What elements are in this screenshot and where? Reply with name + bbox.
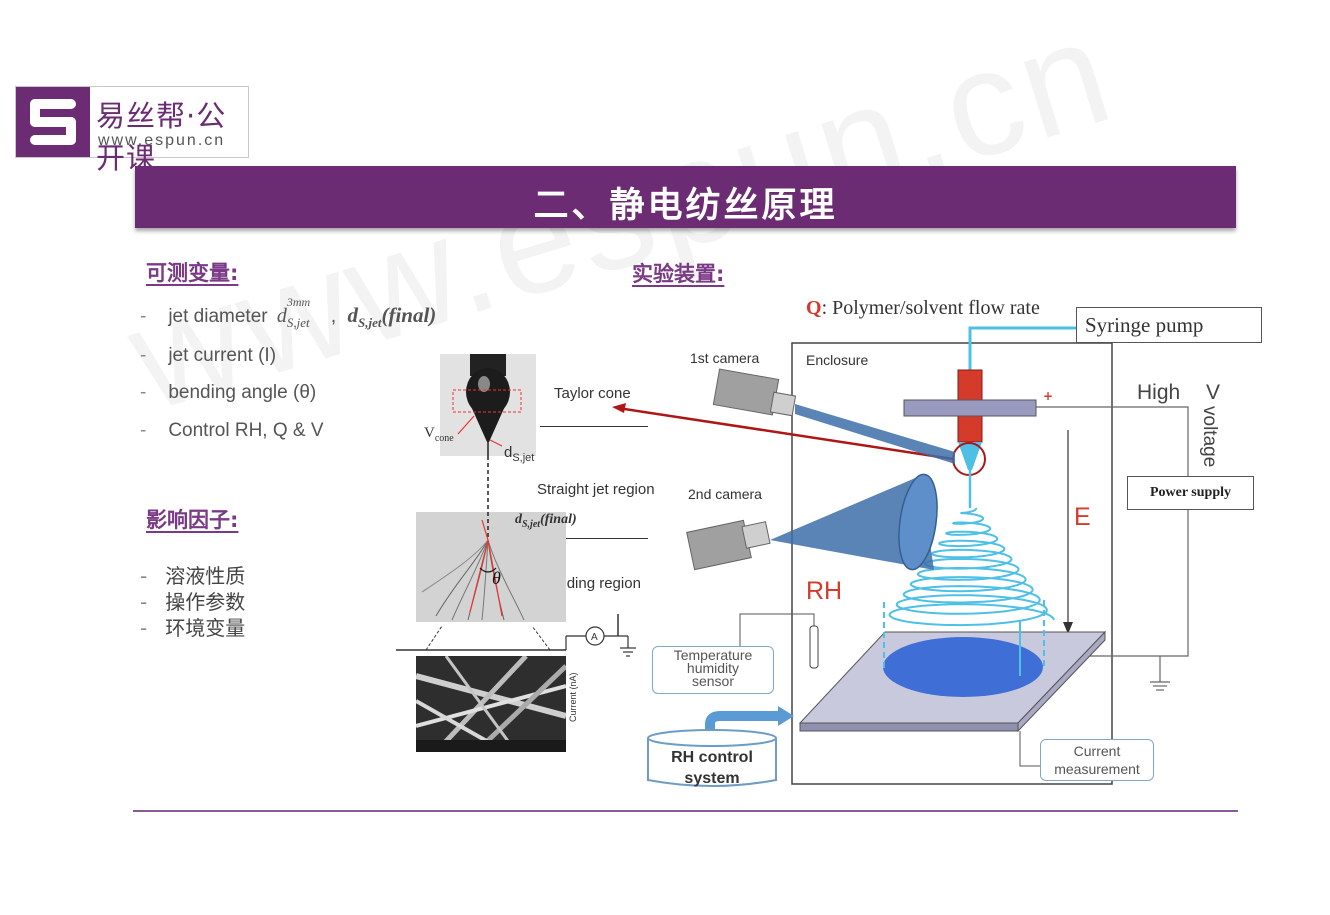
voltage-v-label: V (1206, 381, 1221, 404)
ds-jet-label: dS,jet (504, 444, 535, 464)
svg-text:A: A (591, 632, 598, 643)
bottom-divider (133, 810, 1238, 812)
page-title: 二、静电纺丝原理 (533, 186, 838, 226)
measurable-heading: 可测变量: (146, 261, 239, 285)
ammeter-circuit: A (396, 614, 636, 657)
bullet-bending-angle: -bending angle (θ) (140, 382, 317, 403)
sem-fiber-image (415, 654, 568, 754)
divider (540, 426, 648, 427)
syringe-pump-box: Syringe pump (1076, 307, 1262, 343)
title-bar: 二、静电纺丝原理 (135, 166, 1236, 228)
rh-label: RH (806, 577, 843, 605)
bullet-jet-current: -jet current (I) (140, 345, 277, 366)
power-supply-box: Power supply (1127, 476, 1254, 510)
v-cone-label: Vcone (424, 425, 454, 444)
straight-jet-line (487, 456, 489, 512)
voltage-label: voltage (1199, 406, 1220, 468)
divider (540, 538, 648, 539)
bullet-control: -Control RH, Q & V (140, 420, 324, 441)
enclosure-label: Enclosure (806, 352, 869, 368)
ds-jet-final-label: dS,jet(final) (515, 512, 577, 530)
high-voltage-label: High (1137, 381, 1181, 404)
e-field-label: E (1074, 503, 1091, 531)
setup-heading: 实验装置: (632, 262, 725, 286)
straight-jet-label: Straight jet region (537, 481, 655, 498)
plus-sign: + (1043, 389, 1054, 403)
bending-region-photo (416, 512, 566, 622)
logo-mark (16, 87, 90, 157)
factor-item: -环境变量 (140, 616, 246, 640)
taylor-cone-label: Taylor cone (554, 385, 631, 402)
flow-rate-label: Q: Polymer/solvent flow rate (806, 297, 1040, 319)
factors-heading: 影响因子: (146, 508, 239, 532)
logo-url: www.espun.cn (98, 132, 226, 149)
camera1-label: 1st camera (690, 350, 760, 366)
factor-item: -溶液性质 (140, 564, 246, 588)
camera2-label: 2nd camera (688, 486, 762, 502)
factor-item: -操作参数 (140, 590, 246, 614)
theta-label: θ (492, 568, 501, 588)
logo: 易丝帮·公开课 www.espun.cn (15, 86, 249, 175)
rh-control-tank (647, 729, 777, 787)
taylor-cone-photo (440, 354, 536, 456)
